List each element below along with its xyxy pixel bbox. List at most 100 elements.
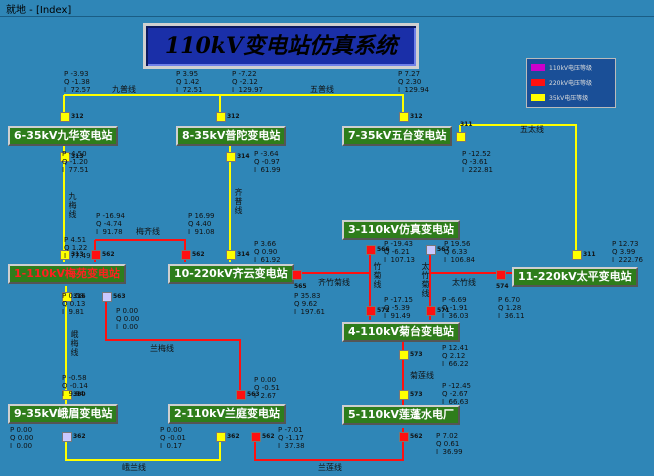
legend-swatch bbox=[531, 64, 545, 71]
breaker-label: 563 bbox=[113, 293, 126, 300]
breaker-312-pu[interactable] bbox=[216, 112, 226, 122]
measurement: P 16.99 Q 4.40 I 91.08 bbox=[188, 212, 215, 236]
measurement: P 3.95 Q 1.42 I 72.51 bbox=[176, 70, 203, 94]
breaker-380[interactable] bbox=[62, 390, 72, 400]
breaker-label: 316 bbox=[73, 293, 86, 300]
station-meiyuan[interactable]: 1-110kV梅苑变电站 bbox=[8, 264, 127, 284]
breaker-572[interactable] bbox=[366, 306, 376, 316]
station-jiuhua[interactable]: 6-35kV九华变电站 bbox=[8, 126, 119, 146]
breaker-573-ju[interactable] bbox=[399, 350, 409, 360]
measurement: P 0.00 Q 0.00 I 0.00 bbox=[10, 426, 34, 450]
measurement: P -19.43 Q -6.21 I 107.13 bbox=[384, 240, 416, 264]
breaker-label: 572 bbox=[377, 307, 390, 314]
breaker-label: 311 bbox=[583, 251, 596, 258]
breaker-label: 562 bbox=[262, 433, 275, 440]
breaker-label: 574 bbox=[496, 283, 509, 290]
legend-item-220kv: 220kV电压等级 bbox=[531, 78, 615, 88]
breaker-label: 313 bbox=[71, 251, 84, 258]
breaker-label: 312 bbox=[410, 113, 423, 120]
line-label-lanmei: 兰梅线 bbox=[150, 344, 174, 353]
legend: 110kV电压等级 220kV电压等级 35kV电压等级 bbox=[526, 58, 616, 108]
measurement: P -12.52 Q -3.61 I 222.81 bbox=[462, 150, 494, 174]
breaker-label: 380 bbox=[73, 391, 86, 398]
breaker-316[interactable] bbox=[62, 292, 72, 302]
app-banner: 110kV变电站仿真系统 bbox=[143, 23, 419, 69]
breaker-label: 312 bbox=[227, 113, 240, 120]
breaker-label: 566 bbox=[377, 246, 390, 253]
measurement: P 4.51 Q 1.22 I 77.49 bbox=[64, 236, 91, 260]
breaker-314-pu[interactable] bbox=[226, 152, 236, 162]
breaker-571[interactable] bbox=[426, 306, 436, 316]
breaker-573-lian[interactable] bbox=[399, 390, 409, 400]
breaker-label: 565 bbox=[294, 283, 307, 290]
legend-item-110kv: 110kV电压等级 bbox=[531, 63, 615, 73]
breaker-562-qi[interactable] bbox=[181, 250, 191, 260]
legend-swatch bbox=[531, 79, 545, 86]
breaker-label: 362 bbox=[73, 433, 86, 440]
breaker-562-lian[interactable] bbox=[399, 432, 409, 442]
measurement: P 12.73 Q 3.99 I 222.76 bbox=[612, 240, 644, 264]
breaker-563-lan[interactable] bbox=[236, 390, 246, 400]
disconnector-362-e[interactable] bbox=[62, 432, 72, 442]
line-label-jiupu: 九普线 bbox=[112, 85, 136, 94]
line-label-zhutai: 太竹菊线 bbox=[421, 262, 430, 298]
breaker-label: 314 bbox=[237, 153, 250, 160]
disconnector-563[interactable] bbox=[102, 292, 112, 302]
legend-label: 220kV电压等级 bbox=[549, 80, 593, 87]
disconnector-567[interactable] bbox=[426, 245, 436, 255]
line-label-qizhu: 齐竹菊线 bbox=[318, 278, 350, 287]
line-wupu bbox=[220, 94, 404, 118]
breaker-313-mei[interactable] bbox=[60, 250, 70, 260]
station-emei[interactable]: 9-35kV峨眉变电站 bbox=[8, 404, 119, 424]
breaker-313-jiu[interactable] bbox=[60, 152, 70, 162]
measurement: P -0.58 Q -0.14 I 9.84 bbox=[62, 374, 88, 398]
breaker-label: 571 bbox=[437, 307, 450, 314]
measurement: P -17.15 Q -5.39 I 91.49 bbox=[384, 296, 414, 320]
station-lanting[interactable]: 2-110kV兰庭变电站 bbox=[168, 404, 287, 424]
breaker-565[interactable] bbox=[292, 270, 302, 280]
line-label-wutai: 五太线 bbox=[520, 125, 544, 134]
station-putuo[interactable]: 8-35kV普陀变电站 bbox=[176, 126, 287, 146]
measurement: P 0.00 Q 0.00 I 0.00 bbox=[116, 307, 140, 331]
station-jutai[interactable]: 4-110kV菊台变电站 bbox=[342, 322, 461, 342]
breaker-label: 313 bbox=[71, 153, 84, 160]
breaker-574[interactable] bbox=[496, 270, 506, 280]
breaker-314-qi[interactable] bbox=[226, 250, 236, 260]
breaker-566[interactable] bbox=[366, 245, 376, 255]
measurement: P -6.69 Q -1.91 I 36.03 bbox=[442, 296, 469, 320]
breaker-562-lan[interactable] bbox=[251, 432, 261, 442]
line-label-zhulong: 竹菊线 bbox=[373, 262, 382, 289]
line-label-taizhu: 太竹线 bbox=[452, 278, 476, 287]
measurement: P -3.64 Q -0.97 I 61.99 bbox=[254, 150, 281, 174]
window-title: 就地 - [Index] bbox=[6, 5, 72, 16]
measurement: P 35.83 Q 9.62 I 197.61 bbox=[294, 292, 326, 316]
station-fangzhen[interactable]: 3-110kV仿真变电站 bbox=[342, 220, 461, 240]
breaker-562-mei[interactable] bbox=[91, 250, 101, 260]
breaker-label: 562 bbox=[192, 251, 205, 258]
station-lianpeng[interactable]: 5-110kV莲蓬水电厂 bbox=[342, 405, 461, 425]
breaker-311-tai[interactable] bbox=[572, 250, 582, 260]
wire-wutai bbox=[460, 124, 577, 260]
measurement: P 7.27 Q 2.30 I 129.94 bbox=[398, 70, 430, 94]
legend-label: 110kV电压等级 bbox=[549, 65, 593, 72]
line-jiupu bbox=[64, 94, 221, 118]
measurement: P 0.58 Q 0.13 I 9.81 bbox=[62, 292, 86, 316]
line-label-meiqi: 梅齐线 bbox=[136, 227, 160, 236]
measurement: P -12.45 Q -2.67 I 66.63 bbox=[442, 382, 472, 406]
breaker-label: 312 bbox=[71, 113, 84, 120]
breaker-362-lan[interactable] bbox=[216, 432, 226, 442]
legend-item-35kv: 35kV电压等级 bbox=[531, 93, 615, 103]
breaker-label: 311 bbox=[460, 121, 473, 128]
station-qiyun[interactable]: 10-220kV齐云变电站 bbox=[168, 264, 294, 284]
line-label-elan: 峨兰线 bbox=[122, 463, 146, 472]
wire-lan-lian bbox=[254, 428, 404, 461]
breaker-312-wu[interactable] bbox=[399, 112, 409, 122]
wire-lanmei bbox=[105, 300, 241, 392]
breaker-311-wu[interactable] bbox=[456, 132, 466, 142]
measurement: P -7.22 Q -2.12 I 129.97 bbox=[232, 70, 264, 94]
breaker-label: 573 bbox=[410, 391, 423, 398]
breaker-312-jiu[interactable] bbox=[60, 112, 70, 122]
station-taiping[interactable]: 11-220kV太平变电站 bbox=[512, 267, 638, 287]
breaker-label: 563 bbox=[247, 391, 260, 398]
station-wutai[interactable]: 7-35kV五台变电站 bbox=[342, 126, 453, 146]
